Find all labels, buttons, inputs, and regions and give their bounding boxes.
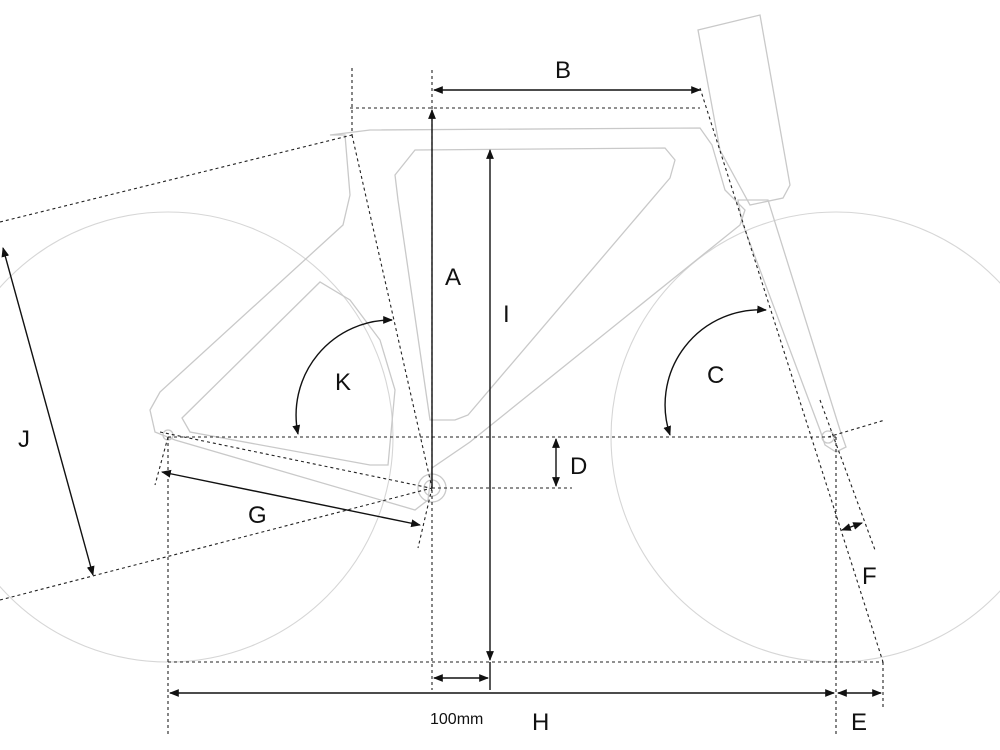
head-tube	[697, 14, 791, 206]
dim-C-arc	[663, 305, 767, 436]
head-angle-line	[699, 87, 884, 663]
fork-offset-top	[827, 419, 886, 438]
label-D: D	[570, 453, 587, 480]
dim-K-arc	[292, 316, 393, 435]
label-J: J	[18, 426, 30, 453]
front-triangle	[394, 147, 676, 421]
dim-G	[161, 469, 421, 528]
stack-reach-line	[0, 134, 353, 223]
labels: A B C D E F G H I J K 100mm	[18, 57, 877, 736]
label-K: K	[335, 369, 351, 396]
label-C: C	[707, 362, 724, 389]
label-F: F	[862, 563, 877, 590]
label-A: A	[445, 264, 461, 291]
label-H: H	[532, 709, 549, 736]
label-E: E	[851, 709, 867, 736]
bike-frame	[149, 14, 847, 511]
chainstay-left-tick	[154, 436, 169, 486]
stack-base-line	[0, 487, 433, 601]
label-G: G	[248, 502, 267, 529]
label-B: B	[555, 57, 571, 84]
seat-angle-line	[351, 134, 433, 489]
fork-offset-line	[819, 399, 876, 551]
scale-note: 100mm	[430, 711, 483, 728]
dim-J	[1, 247, 95, 576]
rear-wheel	[0, 211, 394, 663]
chainstay-right-tick	[417, 487, 433, 549]
dimension-lines	[1, 86, 882, 697]
label-I: I	[503, 301, 510, 328]
dim-F	[841, 522, 863, 531]
construction-lines	[0, 68, 886, 735]
fork	[737, 199, 847, 453]
frame-outline	[149, 127, 746, 511]
rear-triangle	[181, 281, 396, 466]
